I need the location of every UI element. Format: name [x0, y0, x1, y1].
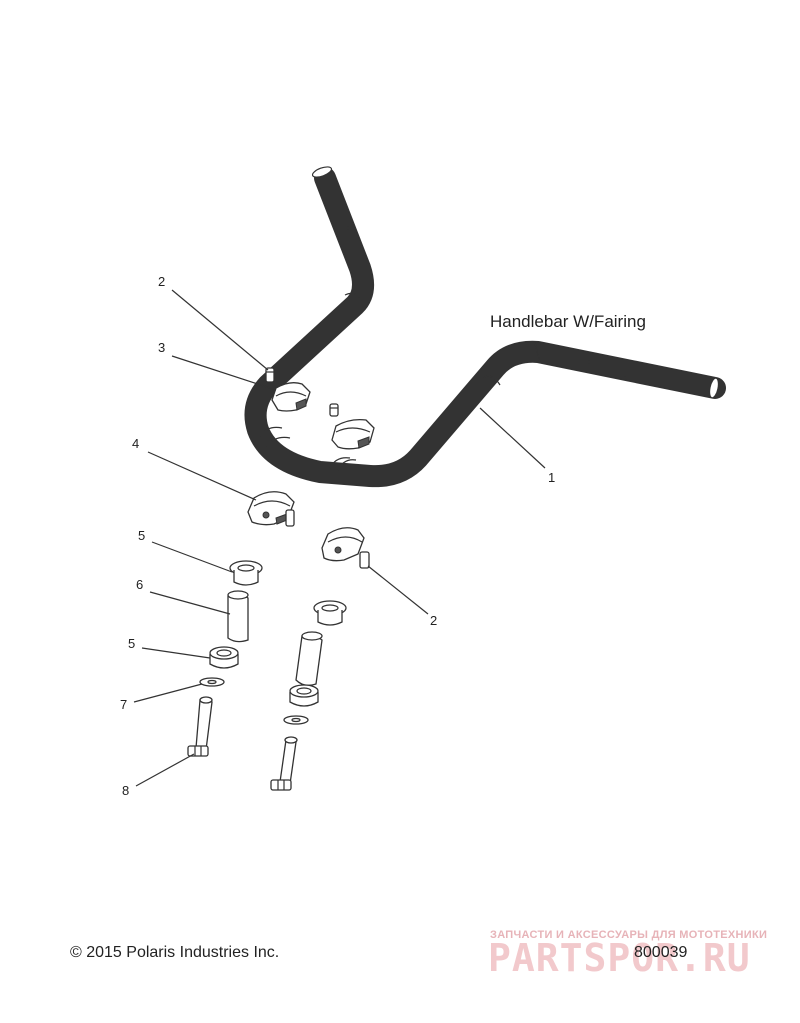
- callout-5-upper: 5: [138, 528, 146, 543]
- upper-clamp-left: [271, 382, 311, 412]
- callout-7: 7: [120, 697, 128, 712]
- riser-clamp-left: [247, 491, 295, 527]
- part-number: 800039: [634, 944, 688, 961]
- riser-stack-left: [187, 560, 263, 757]
- upper-clamp-right: [331, 418, 375, 450]
- callout-2-lower: 2: [430, 613, 438, 628]
- clamp-screw-right: [329, 403, 339, 417]
- handlebar: [244, 166, 726, 488]
- callout-2-upper: 2: [158, 274, 166, 289]
- callout-6: 6: [136, 577, 144, 592]
- callout-5-lower: 5: [128, 636, 136, 651]
- riser-stack-right: [270, 600, 347, 791]
- copyright-text: © 2015 Polaris Industries Inc.: [70, 944, 280, 961]
- callout-3: 3: [158, 340, 166, 355]
- watermark-tagline: ЗАПЧАСТИ И АКСЕССУАРЫ ДЛЯ МОТОТЕХНИКИ: [490, 929, 768, 941]
- callout-1: 1: [548, 470, 556, 485]
- clamp-screw-left: [265, 367, 275, 383]
- riser-clamp-right: [321, 527, 370, 569]
- diagram-title: Handlebar W/Fairing: [490, 312, 646, 331]
- watermark-brand: PARTSPOR.RU: [488, 936, 751, 980]
- leader-lines: [133, 289, 546, 787]
- callout-4: 4: [132, 436, 140, 451]
- callout-8: 8: [122, 783, 130, 798]
